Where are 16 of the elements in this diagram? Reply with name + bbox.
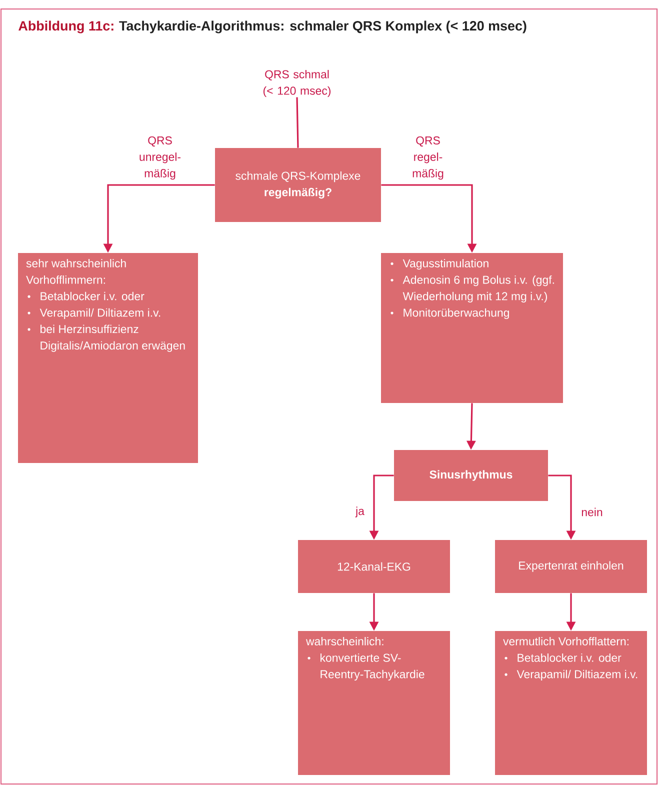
figure-number: Abbildung 11c:	[18, 20, 114, 34]
flow-start-text: QRS schmal (< 120 msec)	[263, 70, 330, 98]
figure-title: Tachykardie-Algorithmus: schmaler QRS Komplex (< 120 msec)	[119, 20, 526, 34]
process-box: vermutlich Vorhofflattern: Betablocker i.v. oder Verapamil/ Diltiazem i.v.	[495, 631, 647, 775]
connector-line	[296, 97, 299, 148]
edge-label: nein	[582, 508, 602, 516]
process-box: 12-Kanal-EKG	[298, 540, 450, 593]
edge-label: QRS regel-mäßig	[412, 136, 444, 180]
process-box: sehr wahrscheinlich Vorhofflimmern: Betablocker i.v. oder Verapamil/ Diltiazem i.v. bei Herzinsuffizienz Digitalis/Amiodaron erwägen	[18, 253, 198, 463]
process-box: wahrscheinlich: konvertierte SV-Reentry-Tachykardie	[298, 631, 450, 775]
edge-label: ja	[355, 506, 364, 518]
decision-box: Sinusrhythmus	[394, 450, 548, 501]
edge-label: QRS unregel-mäßig	[140, 136, 180, 180]
decision-box: schmale QRS-Komplexe regelmäßig?	[215, 148, 381, 222]
process-box: Vagusstimulation Adenosin 6 mg Bolus i.v. (ggf. Wiederholung mit 12 mg i.v.) Monitorüberwachung	[381, 253, 563, 403]
process-box: Expertenrat einholen	[495, 540, 647, 593]
